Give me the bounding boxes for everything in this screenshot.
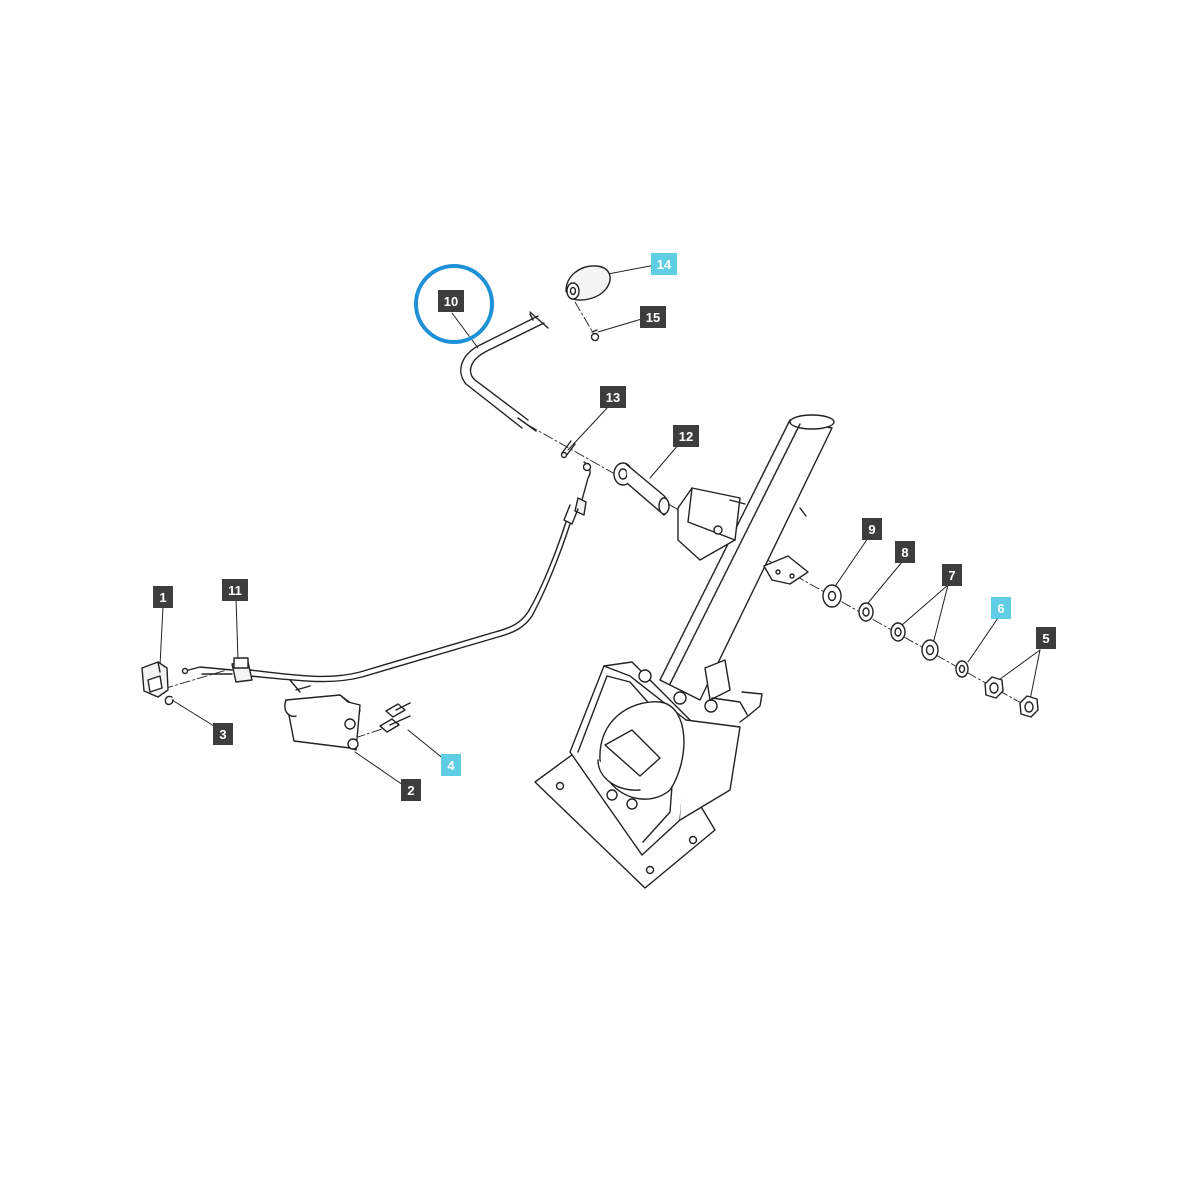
- screw-15: [590, 329, 600, 342]
- callout-11[interactable]: 11: [222, 579, 248, 601]
- callout-13[interactable]: 13: [600, 386, 626, 408]
- callout-12[interactable]: 12: [673, 425, 699, 447]
- clip-ring-3: [164, 695, 174, 706]
- callout-6[interactable]: 6: [991, 597, 1011, 619]
- cable-clip-1: [141, 661, 169, 698]
- lever-10: [460, 311, 549, 432]
- callout-10[interactable]: 10: [438, 290, 464, 312]
- callout-4[interactable]: 4: [441, 754, 461, 776]
- cable-11: [181, 521, 571, 683]
- cable-bracket-2: [284, 679, 361, 751]
- callout-9[interactable]: 9: [862, 518, 882, 540]
- assembly-axis: [162, 301, 1031, 739]
- knob-14: [565, 265, 611, 301]
- callout-3[interactable]: 3: [213, 723, 233, 745]
- callout-5[interactable]: 5: [1036, 627, 1056, 649]
- callout-2[interactable]: 2: [401, 779, 421, 801]
- cable-upper-end: [563, 461, 592, 525]
- callout-7[interactable]: 7: [942, 564, 962, 586]
- pedestal-column: [534, 414, 835, 889]
- callout-14[interactable]: 14: [651, 253, 677, 275]
- cotter-pin-13: [560, 440, 576, 459]
- bolts-4: [379, 702, 411, 733]
- washers: [822, 584, 969, 678]
- callout-1[interactable]: 1: [153, 586, 173, 608]
- callout-15[interactable]: 15: [640, 306, 666, 328]
- pivot-pin-12: [613, 462, 670, 516]
- callout-8[interactable]: 8: [895, 541, 915, 563]
- nuts-5: [984, 676, 1039, 718]
